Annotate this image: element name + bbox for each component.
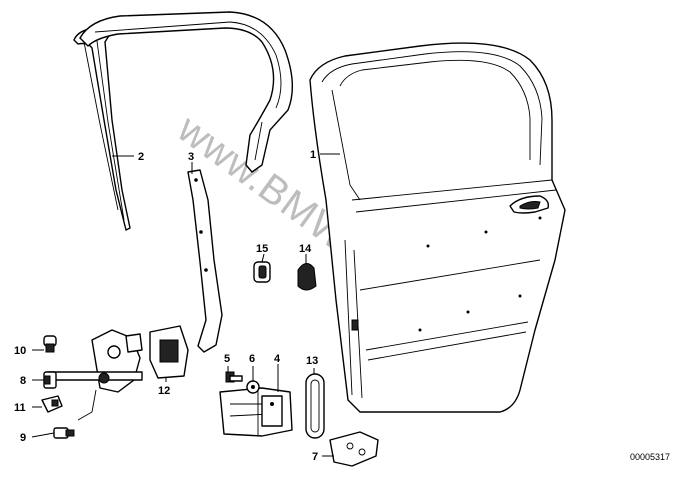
- part-shim-plate: [329, 431, 379, 467]
- callout-3: 3: [188, 151, 194, 163]
- leader-lines: [31, 153, 340, 457]
- part-seal-13: [305, 373, 325, 439]
- callout-10: 10: [14, 345, 26, 357]
- part-plug-14: [297, 263, 317, 291]
- callout-13: 13: [306, 355, 318, 367]
- callout-12: 12: [158, 385, 170, 397]
- part-bolt-5: [225, 371, 243, 383]
- part-door-check-strap: [47, 329, 143, 421]
- part-door-shell: [309, 42, 566, 413]
- part-bolt-9: [53, 427, 75, 439]
- callout-2: 2: [138, 151, 144, 163]
- callout-7: 7: [312, 451, 318, 463]
- callout-1: 1: [310, 149, 316, 161]
- part-seal-strip: [187, 169, 223, 353]
- callout-11: 11: [14, 402, 26, 414]
- callout-5: 5: [224, 353, 230, 365]
- callout-9: 9: [20, 432, 26, 444]
- part-bushing-8: [43, 371, 57, 389]
- callout-15: 15: [256, 243, 268, 255]
- callout-4: 4: [274, 353, 281, 365]
- part-grommet-15: [253, 261, 271, 283]
- part-clip-11: [41, 395, 63, 413]
- callout-6: 6: [249, 353, 255, 365]
- callout-14: 14: [299, 243, 312, 255]
- part-screw-10: [43, 335, 57, 353]
- diagram-part-number: 00005317: [630, 452, 670, 462]
- callout-8: 8: [20, 375, 26, 387]
- part-window-frame-arch: [79, 11, 293, 173]
- part-washer-6: [246, 380, 260, 394]
- callout-labels: 1 2 3 4 5 6 7 8 9 10 11 12 13 14 15: [14, 149, 318, 463]
- part-check-strap-housing: [149, 325, 189, 379]
- part-hinge: [219, 387, 293, 437]
- part-window-channel: [73, 25, 131, 231]
